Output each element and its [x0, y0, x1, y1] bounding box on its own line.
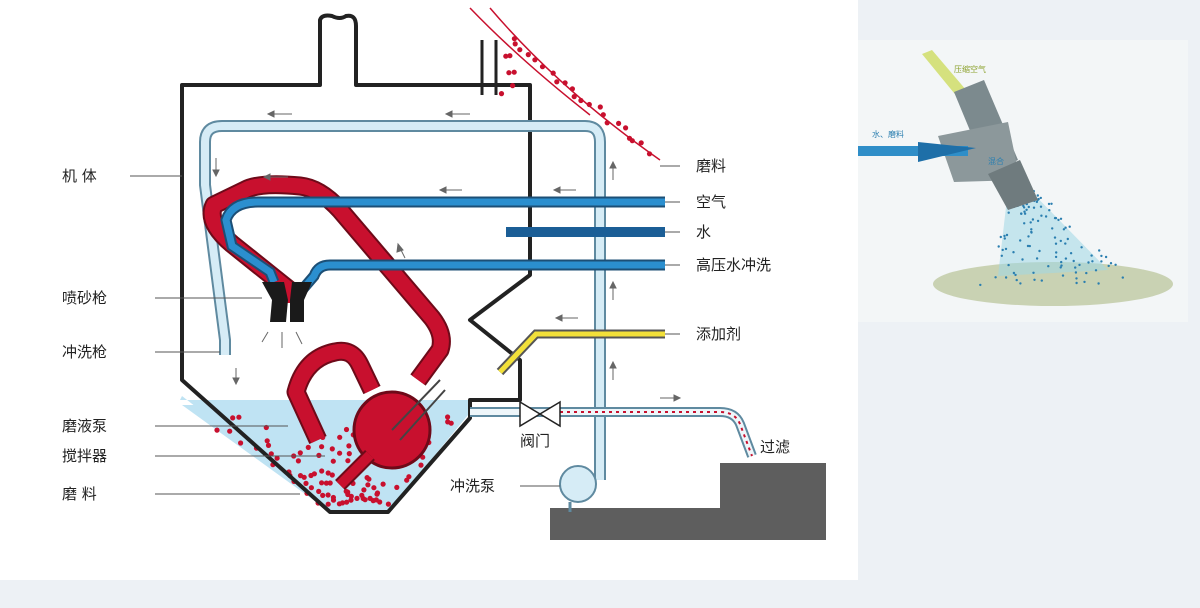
label-air: 空气 — [696, 193, 726, 211]
agitator-shaft — [391, 379, 441, 431]
hp-wash-inner — [299, 261, 665, 293]
label-compressed-air: 压缩空气 — [954, 64, 986, 74]
nozzle-spray-illustration: 压缩空气 水、磨料 混合 — [858, 40, 1188, 322]
agitator-shaft-2 — [399, 389, 446, 441]
filter-platform — [720, 463, 826, 508]
wash-loop-pipe-inner — [201, 122, 604, 480]
label-abrasive-right: 磨料 — [696, 157, 726, 175]
chute-particles — [498, 36, 653, 157]
machine-body-outline — [180, 13, 532, 514]
water-inlet-stream — [858, 146, 968, 156]
label-hp-wash: 高压水冲洗 — [696, 256, 771, 274]
label-water: 水 — [696, 223, 711, 241]
valve — [519, 400, 561, 428]
slurry-pipe-inner — [204, 177, 449, 385]
air-pipe-inner — [222, 198, 665, 284]
water-pipe — [506, 227, 665, 237]
label-wash-pump: 冲洗泵 — [450, 477, 495, 495]
nozzle-mixing-chamber — [938, 122, 1020, 182]
agitator-blade-inner — [336, 451, 374, 489]
label-body: 机 体 — [62, 167, 97, 185]
water-flow-arrow — [918, 142, 976, 162]
drain-slurry — [560, 411, 753, 457]
label-wash-gun: 冲洗枪 — [62, 343, 107, 361]
abrasive-chute-left — [469, 7, 591, 116]
abrasive-chute-right — [489, 7, 661, 161]
label-sandblast-gun: 喷砂枪 — [62, 289, 107, 307]
label-slurry-pump: 磨液泵 — [62, 417, 107, 435]
pump-intake-inner — [288, 343, 379, 444]
label-filter: 过滤 — [760, 438, 790, 456]
label-valve: 阀门 — [520, 432, 550, 450]
leader-lines — [130, 165, 680, 495]
label-abrasive-left: 磨 料 — [62, 485, 97, 503]
label-mix: 混合 — [988, 156, 1004, 166]
flow-arrows — [212, 110, 682, 402]
sandblast-gun — [262, 282, 312, 322]
label-agitator: 搅拌器 — [62, 447, 107, 465]
additive-pipe-inner — [498, 331, 665, 374]
label-water-abrasive: 水、磨料 — [872, 129, 904, 139]
label-additive: 添加剂 — [696, 325, 741, 343]
wash-pump-body — [559, 465, 597, 503]
target-surface — [933, 262, 1173, 306]
ground-base — [550, 508, 826, 540]
nozzle-tip — [988, 160, 1038, 210]
diagram-background — [0, 0, 858, 580]
wet-blasting-diagram: 机 体 喷砂枪 冲洗枪 磨液泵 搅拌器 磨 料 磨料 空气 水 高压水冲洗 添加… — [0, 0, 858, 580]
